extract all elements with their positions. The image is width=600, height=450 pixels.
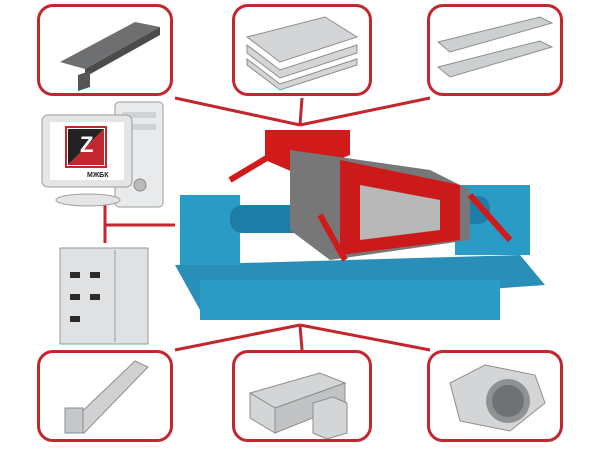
foundation-blocks-image xyxy=(248,372,348,439)
svg-text:Z: Z xyxy=(80,132,93,157)
product-box-t-beam xyxy=(37,4,173,96)
slabs-image xyxy=(245,16,359,91)
product-box-column xyxy=(37,350,173,442)
product-box-piles xyxy=(427,4,563,96)
product-box-slabs xyxy=(232,4,372,96)
product-box-blocks xyxy=(232,350,372,442)
piles-image xyxy=(436,16,554,78)
logo-text: МЖБК xyxy=(87,172,109,179)
column-image xyxy=(64,360,149,434)
hex-pipe-image xyxy=(449,364,546,432)
product-box-hex-pipe xyxy=(427,350,563,442)
t-beam-image xyxy=(60,22,160,91)
